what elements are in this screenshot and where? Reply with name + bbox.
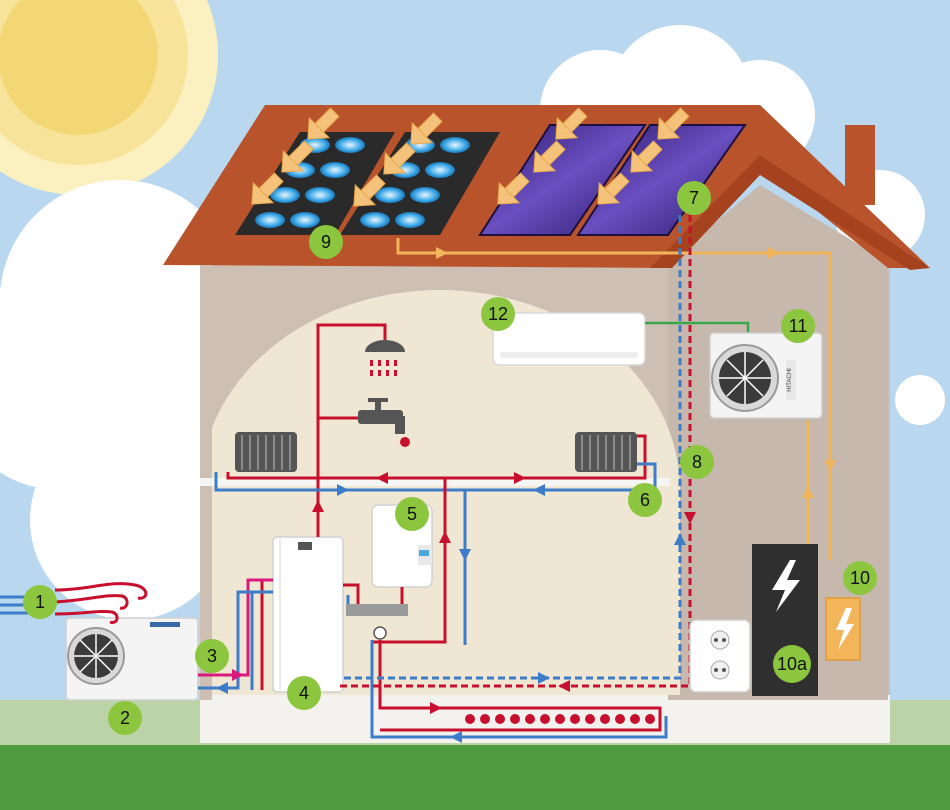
svg-text:10: 10 <box>850 568 870 588</box>
ac-outdoor-unit: HITACHI <box>709 332 823 419</box>
svg-text:1: 1 <box>35 592 45 612</box>
badge-10a: 10a <box>773 645 811 683</box>
ac-brand-label: HITACHI <box>787 368 793 392</box>
cylinder-hot-arrow <box>312 500 324 512</box>
svg-text:2: 2 <box>120 708 130 728</box>
svg-text:8: 8 <box>692 452 702 472</box>
pump-icon <box>373 626 387 640</box>
interior-floor-area <box>200 480 680 695</box>
hot-water-cylinder <box>272 536 344 693</box>
badge-10: 10 <box>843 561 877 595</box>
manifold <box>346 604 408 616</box>
heat-pump-outdoor-unit <box>65 617 199 701</box>
svg-text:9: 9 <box>321 232 331 252</box>
pv-panel-1 <box>478 124 647 236</box>
underfloor-arrow-red <box>430 702 442 714</box>
dashed-arrow-red-down <box>684 512 696 524</box>
svg-text:11: 11 <box>789 316 808 336</box>
sun <box>0 0 218 195</box>
svg-text:5: 5 <box>407 504 417 524</box>
ac-indoor-unit <box>492 312 646 366</box>
badge-1: 1 <box>23 585 57 619</box>
heat-pump-arrow-pink <box>232 669 244 681</box>
floor-line <box>200 478 670 486</box>
badge-7: 7 <box>677 181 711 215</box>
svg-text:4: 4 <box>299 683 309 703</box>
dashed-arrow-red-left <box>558 680 570 692</box>
dashed-arrow-blue-up <box>674 533 686 545</box>
shower-icon <box>365 340 405 376</box>
solar-thermal-dashed-pipes <box>340 215 692 688</box>
pv-panel-2 <box>576 124 747 236</box>
heat-pump-arrow-blue <box>216 682 228 694</box>
radiator-left <box>235 432 297 472</box>
sunlight-arrows <box>251 107 690 207</box>
dashed-arrow-blue-right <box>538 672 550 684</box>
badge-3: 3 <box>195 639 229 673</box>
badge-12: 12 <box>481 297 515 331</box>
solar-arrow-2 <box>768 247 780 259</box>
power-socket <box>689 619 751 693</box>
badge-5: 5 <box>395 497 429 531</box>
solar-arrow-3 <box>824 460 836 472</box>
radiator-right <box>575 432 637 472</box>
underfloor-coils <box>465 714 655 724</box>
ac-power-arrow <box>802 486 814 498</box>
badge-2: 2 <box>108 701 142 735</box>
svg-text:12: 12 <box>488 304 508 324</box>
inverter <box>825 597 861 661</box>
solar-arrow-1 <box>436 247 448 259</box>
badge-4: 4 <box>287 676 321 710</box>
tap-icon <box>358 398 410 447</box>
gable-wall <box>668 185 888 700</box>
svg-text:6: 6 <box>640 490 650 510</box>
badge-9: 9 <box>309 225 343 259</box>
roof-gable-edge <box>650 155 930 270</box>
underfloor-arrow-blue <box>450 731 462 743</box>
svg-text:7: 7 <box>689 188 699 208</box>
svg-text:10a: 10a <box>777 654 808 674</box>
cylinder-pipes <box>250 505 404 690</box>
badge-11: 11 <box>781 309 815 343</box>
hot-water-pipe-shower <box>316 323 387 505</box>
heating-circuit-arrows <box>337 472 545 561</box>
badge-8: 8 <box>680 445 714 479</box>
grass <box>0 740 950 810</box>
badge-6: 6 <box>628 483 662 517</box>
svg-text:3: 3 <box>207 646 217 666</box>
